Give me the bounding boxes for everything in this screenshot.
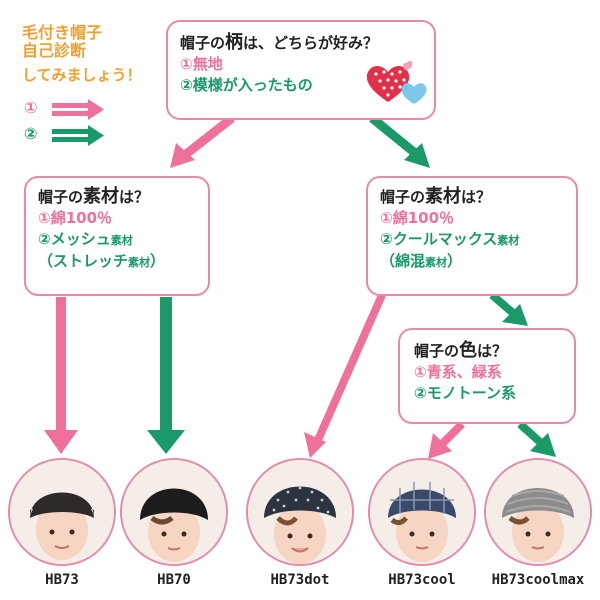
q1-title-suffix: は、どちらが好み？ [243,34,378,52]
q2-title: 帽子の素材は？ [38,186,196,208]
product-label-hb73coolmax: HB73coolmax [478,572,598,588]
q3-title: 帽子の素材は？ [380,186,564,208]
arrow-q3-to-hb73dot [304,295,382,458]
q3-option-2-main: ②クールマックス [380,230,497,248]
arrow-q2-to-hb70 [147,297,185,454]
q4-title-part: 帽子の [414,342,459,360]
q2-title-keyword: 素材 [83,186,119,207]
q2-note-suffix: 素材 [128,256,150,269]
q2-title-suffix: は？ [119,188,149,206]
q4-title-suffix: は？ [477,342,507,360]
q2-option-1: ①綿100％ [38,208,196,229]
legend-arrow-green [52,125,104,146]
product-label-hb70: HB70 [114,572,234,588]
heart-decoration-icon [362,58,434,108]
hb73-model-icon [10,460,114,564]
product-label-hb73: HB73 [2,572,122,588]
q3-title-keyword: 素材 [425,186,461,207]
arrow-q3-to-q4 [492,295,528,326]
q4-title-keyword: 色 [459,340,477,361]
q1-title-part: 帽子の [180,34,225,52]
q3-title-suffix: は？ [461,188,491,206]
q1-title-keyword: 柄 [225,32,243,53]
question-color-box: 帽子の色は？ ①青系、緑系 ②モノトーン系 [398,328,576,424]
product-photo-hb73coolmax[interactable] [484,458,592,566]
product-label-hb73dot: HB73dot [240,572,360,588]
q3-option-2-note: （綿混素材） [380,251,564,273]
q2-option-2: ②メッシュ素材 [38,229,196,251]
q4-title: 帽子の色は？ [414,340,560,362]
q3-note-close: ） [447,252,462,270]
q2-note-close: ） [150,252,165,270]
arrow-q2-to-hb73 [44,297,78,454]
q3-note-suffix: 素材 [425,256,447,269]
product-label-hb73cool: HB73cool [362,572,482,588]
q2-option-2-suffix: 素材 [111,234,133,247]
q4-option-1: ①青系、緑系 [414,362,560,383]
arrow-q1-to-q3 [372,118,430,168]
product-photo-hb73cool[interactable] [368,458,476,566]
q3-option-2: ②クールマックス素材 [380,229,564,251]
product-photo-hb73[interactable] [8,458,116,566]
arrow-q4-to-hb73cool [428,424,462,459]
q2-title-part: 帽子の [38,188,83,206]
q3-title-part: 帽子の [380,188,425,206]
product-photo-hb73dot[interactable] [246,458,354,566]
legend-arrow-pink [52,99,104,120]
arrow-q4-to-hb73coolmax [520,424,556,457]
question-material-right-box: 帽子の素材は？ ①綿100％ ②クールマックス素材 （綿混素材） [366,176,578,296]
product-photo-hb70[interactable] [120,458,228,566]
q3-option-1: ①綿100％ [380,208,564,229]
question-pattern-title: 帽子の柄は、どちらが好み？ [180,32,422,54]
q2-note-main: （ストレッチ [38,252,128,270]
hb70-model-icon [122,460,226,564]
q2-option-2-main: ②メッシュ [38,230,111,248]
q4-option-2: ②モノトーン系 [414,383,560,404]
q2-option-2-note: （ストレッチ素材） [38,251,196,273]
q3-note-main: （綿混 [380,252,425,270]
arrow-q1-to-q2 [170,118,232,168]
q3-option-2-suffix: 素材 [497,234,519,247]
hb73cool-model-icon [370,460,474,564]
hb73dot-model-icon [248,460,352,564]
hb73coolmax-model-icon [486,460,590,564]
question-material-left-box: 帽子の素材は？ ①綿100％ ②メッシュ素材 （ストレッチ素材） [24,176,210,296]
